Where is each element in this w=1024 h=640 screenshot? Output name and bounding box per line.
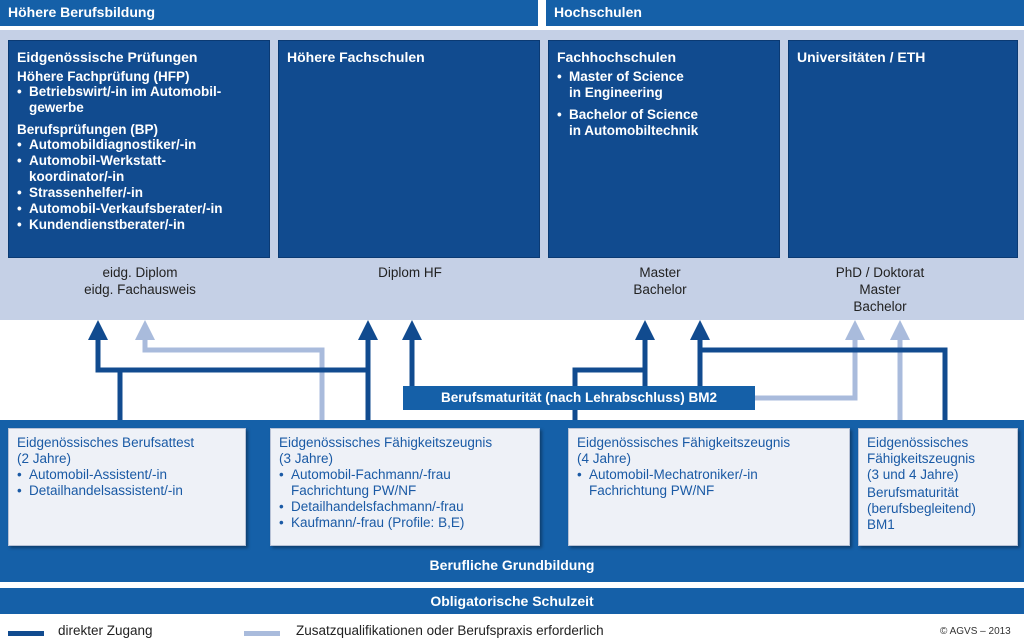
degree-label: Diplom HF — [378, 265, 442, 280]
dark-connector — [700, 347, 948, 424]
degree-label: Master — [859, 282, 901, 297]
efz3-list: Automobil-Fachmann/-frau Fachrichtung PW… — [279, 467, 531, 531]
bp-item: Strassenhelfer/-in — [17, 185, 261, 201]
compulsory-school-label: Obligatorische Schulzeit — [430, 593, 594, 609]
header-universities-label: Hochschulen — [554, 4, 642, 20]
hfp-item-cont: gewerbe — [29, 100, 84, 115]
fh-title: Fachhochschulen — [557, 49, 677, 65]
eba-duration: (2 Jahre) — [17, 451, 72, 466]
bm1-line: BM1 — [867, 517, 895, 532]
eba-title: Eidgenössisches Berufsattest — [17, 435, 195, 450]
copyright: © AGVS – 2013 — [940, 626, 1011, 637]
dark-arrows — [88, 320, 948, 424]
legend-direct-label: direkter Zugang — [58, 623, 153, 638]
light-arrow — [755, 320, 865, 401]
hf-title: Höhere Fachschulen — [287, 49, 425, 65]
degree-label: Master — [639, 265, 681, 280]
degrees-hf: Diplom HF — [340, 264, 480, 281]
bp-item: Automobil-Werkstatt- — [17, 153, 261, 169]
light-arrow — [135, 320, 325, 424]
efz3-title: Eidgenössisches Fähigkeitszeugnis — [279, 435, 493, 450]
fh-item-cont: in Automobiltechnik — [569, 123, 699, 138]
legend-additional-swatch — [244, 631, 280, 636]
efz34-title-line: Eidgenössisches — [867, 435, 969, 450]
bp-item: Automobildiagnostiker/-in — [17, 137, 261, 153]
hfp-item: Betriebswirt/-in im Automobil- — [17, 84, 261, 100]
bm2-bar: Berufsmaturität (nach Lehrabschluss) BM2 — [403, 386, 755, 410]
uni-box: Universitäten / ETH — [788, 40, 1018, 258]
hf-box: Höhere Fachschulen — [278, 40, 540, 258]
bp-item: Automobil-Verkaufsberater/-in — [17, 201, 261, 217]
fh-box: Fachhochschulen Master of Science in Eng… — [548, 40, 780, 258]
degrees-exams: eidg. Diplom eidg. Fachausweis — [60, 264, 220, 298]
header-higher-vocational-label: Höhere Berufsbildung — [8, 4, 156, 20]
degrees-uni: PhD / Doktorat Master Bachelor — [820, 264, 940, 315]
legend-direct-swatch — [8, 631, 44, 636]
efz34-title-line: Fähigkeitszeugnis — [867, 451, 976, 466]
efz3-item: Automobil-Fachmann/-frau — [279, 467, 531, 483]
eba-box: Eidgenössisches Berufsattest (2 Jahre) A… — [8, 428, 246, 546]
federal-exams-title: Eidgenössische Prüfungen — [17, 49, 198, 65]
efz34-title-line: (3 und 4 Jahre) — [867, 467, 959, 482]
compulsory-school-bar: Obligatorische Schulzeit — [0, 588, 1024, 614]
fh-item: Master of Science — [557, 69, 771, 85]
efz4-title: Eidgenössisches Fähigkeitszeugnis — [577, 435, 791, 450]
efz3-item: Detailhandelsfachmann/-frau — [279, 499, 531, 515]
bp-item: Kundendienstberater/-in — [17, 217, 261, 233]
fh-list: Master of Science in Engineering Bachelo… — [557, 69, 771, 139]
bp-list: Automobildiagnostiker/-in Automobil-Werk… — [17, 137, 261, 233]
degree-label: Bachelor — [633, 282, 687, 297]
basic-education-label-text: Berufliche Grundbildung — [429, 557, 595, 573]
eba-item: Automobil-Assistent/-in — [17, 467, 237, 483]
bp-title: Berufsprüfungen (BP) — [17, 122, 158, 137]
degree-label: PhD / Doktorat — [835, 265, 925, 280]
header-higher-vocational: Höhere Berufsbildung — [0, 0, 538, 26]
degrees-fh: Master Bachelor — [600, 264, 720, 298]
fh-item: Bachelor of Science — [557, 107, 771, 123]
degree-label: Bachelor — [853, 299, 907, 314]
federal-exams-box: Eidgenössische Prüfungen Höhere Fachprüf… — [8, 40, 270, 258]
efz4-item-cont: Fachrichtung PW/NF — [589, 483, 715, 498]
dark-arrow — [88, 320, 123, 424]
hfp-list: Betriebswirt/-in im Automobil- gewerbe — [17, 84, 261, 116]
uni-title: Universitäten / ETH — [797, 49, 926, 65]
eba-list: Automobil-Assistent/-in Detailhandelsass… — [17, 467, 237, 499]
efz3-item: Kaufmann/-frau (Profile: B,E) — [279, 515, 531, 531]
degree-label: eidg. Fachausweis — [84, 282, 196, 297]
fh-item-cont: in Engineering — [569, 85, 663, 100]
efz3-box: Eidgenössisches Fähigkeitszeugnis (3 Jah… — [270, 428, 540, 546]
efz3-item-cont: Fachrichtung PW/NF — [291, 483, 417, 498]
light-arrows — [135, 320, 910, 424]
bm1-line: (berufsbegleitend) — [867, 501, 976, 516]
basic-education-label: Berufliche Grundbildung — [0, 554, 1024, 576]
bm2-label: Berufsmaturität (nach Lehrabschluss) BM2 — [440, 390, 718, 405]
efz4-duration: (4 Jahre) — [577, 451, 632, 466]
header-universities: Hochschulen — [546, 0, 1024, 26]
efz4-list: Automobil-Mechatroniker/-in Fachrichtung… — [577, 467, 841, 499]
efz4-item: Automobil-Mechatroniker/-in — [577, 467, 841, 483]
efz3-duration: (3 Jahre) — [279, 451, 334, 466]
hfp-title: Höhere Fachprüfung (HFP) — [17, 69, 190, 84]
bp-item-cont: koordinator/-in — [29, 169, 125, 184]
degree-label: eidg. Diplom — [102, 265, 178, 280]
bm1-line: Berufsmaturität — [867, 485, 959, 500]
efz34-box: Eidgenössisches Fähigkeitszeugnis (3 und… — [858, 428, 1018, 546]
legend-additional-label: Zusatzqualifikationen oder Berufspraxis … — [296, 623, 604, 638]
eba-item: Detailhandelsassistent/-in — [17, 483, 237, 499]
efz4-box: Eidgenössisches Fähigkeitszeugnis (4 Jah… — [568, 428, 850, 546]
